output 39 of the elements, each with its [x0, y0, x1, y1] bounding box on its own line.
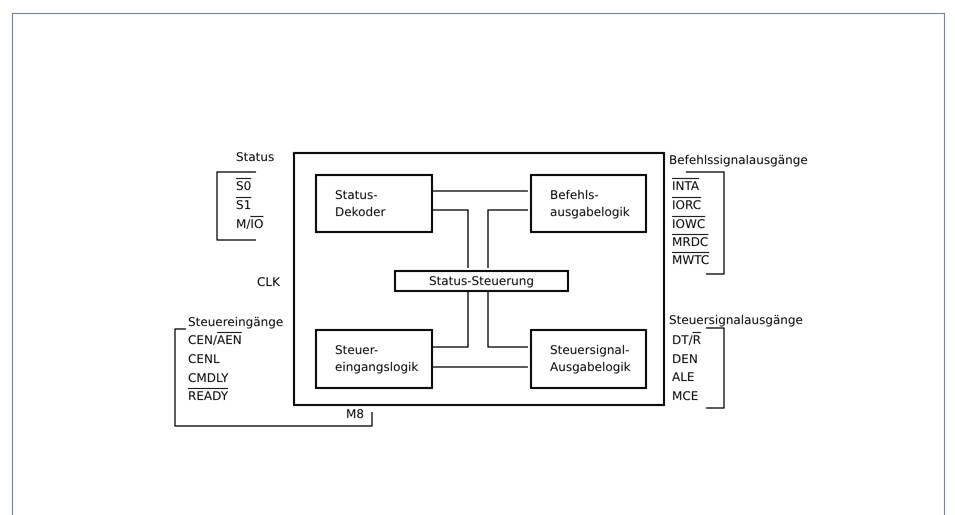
- signal-label: Steuereingänge: [188, 315, 284, 329]
- connector-line: [487, 290, 528, 348]
- connector-line: [431, 290, 469, 348]
- signal-label: S1: [236, 198, 252, 212]
- signal-label: Status: [236, 150, 274, 164]
- block-label: Befehls- ausgabelogik: [550, 186, 631, 220]
- block-label: Status-Steuerung: [428, 273, 536, 290]
- connector-line: [431, 190, 528, 192]
- signal-label: MCE: [672, 389, 698, 403]
- signal-label: MWTC: [672, 253, 710, 267]
- signal-label: CLK: [257, 275, 280, 289]
- block-label: Steuer- eingangslogik: [335, 342, 420, 376]
- signal-label: INTA: [672, 179, 700, 193]
- connector-line: [487, 209, 528, 268]
- signal-label: CEN/AEN: [188, 333, 242, 347]
- block-label: Steuersignal- Ausgabelogik: [550, 342, 632, 376]
- signal-label: MRDC: [672, 235, 708, 249]
- signal-label: CMDLY: [188, 371, 228, 385]
- signal-label: Befehlssignalausgänge: [669, 153, 808, 167]
- signal-label: Steuersignalausgänge: [669, 313, 803, 327]
- signal-label: READY: [188, 389, 228, 403]
- logic-block: [315, 329, 433, 389]
- signal-label: M8: [346, 407, 364, 421]
- status-control-bar: [394, 270, 569, 292]
- logic-block: [530, 329, 647, 389]
- signal-label: IOWC: [672, 217, 706, 231]
- logic-block: [315, 174, 433, 233]
- connector-line: [431, 209, 469, 268]
- signal-label: DEN: [672, 352, 698, 366]
- signal-label: CENL: [188, 352, 220, 366]
- controller-block: [293, 152, 665, 406]
- signal-label: M/IO: [236, 217, 264, 231]
- signal-label: ALE: [672, 370, 694, 384]
- connector-line: [431, 366, 528, 368]
- block-label: Status- Dekoder: [335, 186, 386, 220]
- logic-block: [530, 174, 647, 233]
- signal-label: S0: [236, 179, 252, 193]
- signal-label: DT/R: [672, 333, 701, 347]
- signal-label: IORC: [672, 198, 702, 212]
